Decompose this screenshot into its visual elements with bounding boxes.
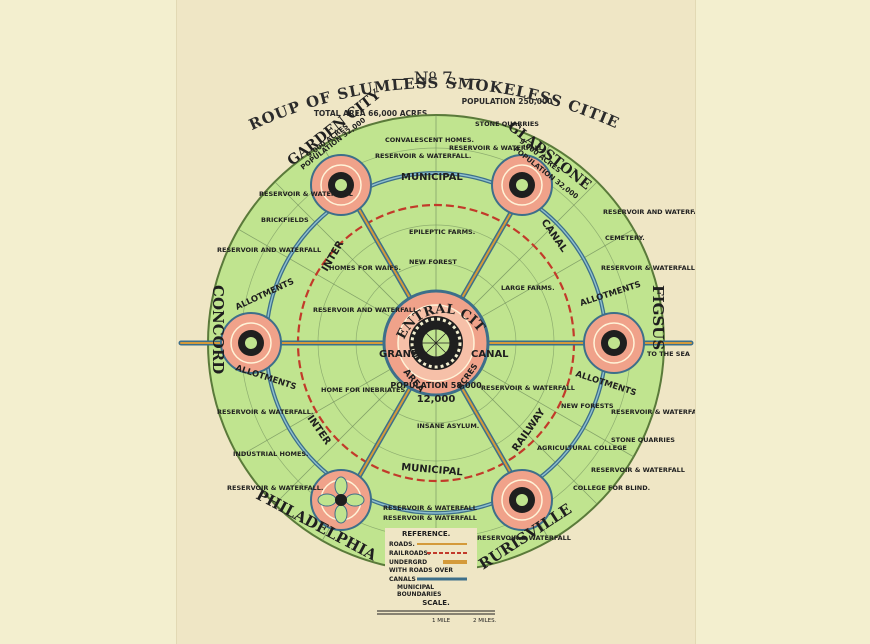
label-new-forest: NEW FOREST xyxy=(409,258,457,266)
label-reservoir-12: RESERVOIR & WATERFALL xyxy=(383,504,477,512)
label-homes-for-waifs: HOMES FOR WAIFS. xyxy=(329,264,401,272)
label-reservoir-13: RESERVOIR & WATERFALL xyxy=(477,534,571,542)
label-reservoir-5: RESERVOIR AND WATERFALL xyxy=(217,246,321,254)
map-annotations: CONVALESCENT HOMES. STONE QUARRIES RESER… xyxy=(217,120,695,542)
city-garden-city[interactable] xyxy=(310,154,372,216)
label-stone-quarries-north: STONE QUARRIES xyxy=(475,120,539,128)
label-reservoir-2: RESERVOIR & WATERFALL. xyxy=(449,144,545,152)
central-city-population: POPULATION 58,000 xyxy=(390,381,482,390)
title-area: TOTAL AREA 66,000 ACRES. xyxy=(314,109,430,118)
canal-label-canal-east: CANAL xyxy=(471,349,509,360)
label-reservoir-14: RESERVOIR & WATERFALL xyxy=(383,514,477,522)
label-industrial-homes: INDUSTRIAL HOMES. xyxy=(233,450,309,458)
legend: REFERENCE. ROADS. RAILROADS. UNDERGRD WI… xyxy=(385,528,477,598)
scale-2-miles: 2 MILES. xyxy=(473,618,497,624)
legend-canals: CANALS xyxy=(389,576,416,583)
legend-railroads: RAILROADS. xyxy=(389,550,430,557)
map-sheet: — Nº 7. — GROUP OF SLUMLESS SMOKELESS CI… xyxy=(177,0,695,644)
label-new-forests: NEW FORESTS xyxy=(561,402,614,410)
central-city[interactable] xyxy=(382,289,490,397)
label-cemetery: CEMETERY. xyxy=(605,234,645,242)
city-name-figsus: FIGSUS xyxy=(649,285,667,350)
city-concord[interactable] xyxy=(220,312,282,374)
label-reservoir-7: RESERVOIR & WATERFALL xyxy=(481,384,575,392)
legend-underground-1: UNDERGRD xyxy=(389,559,427,566)
label-college-for-blind: COLLEGE FOR BLIND. xyxy=(573,484,650,492)
label-epileptic-farms: EPILEPTIC FARMS. xyxy=(409,228,475,236)
label-stone-quarries-east: STONE QUARRIES xyxy=(611,436,675,444)
label-reservoir-11: RESERVOIR & WATERFALL. xyxy=(227,484,323,492)
label-reservoir-4: RESERVOIR AND WATERFALL xyxy=(603,208,695,216)
city-name-concord: CONCORD xyxy=(209,285,227,374)
label-reservoir-8: RESERVOIR & WATERFALL. xyxy=(217,408,313,416)
central-area-value: 12,000 xyxy=(417,394,456,405)
city-figsus[interactable] xyxy=(583,312,645,374)
label-reservoir-10: RESERVOIR & WATERFALL xyxy=(591,466,685,474)
scale-1-mile: 1 MILE xyxy=(432,618,451,624)
label-reservoir-6: RESERVOIR & WATERFALL xyxy=(601,264,695,272)
scale-title: SCALE. xyxy=(422,599,450,607)
legend-municipal-1: MUNICIPAL xyxy=(397,584,434,591)
legend-municipal-2: BOUNDARIES xyxy=(397,591,441,598)
label-reservoir-1: RESERVOIR & WATERFALL. xyxy=(375,152,471,160)
label-home-for-inebriates: HOME FOR INEBRIATES xyxy=(321,386,405,394)
map-drawing: — Nº 7. — GROUP OF SLUMLESS SMOKELESS CI… xyxy=(177,0,695,624)
scale-bar: SCALE. 1 MILE 2 MILES. xyxy=(377,599,497,624)
legend-title: REFERENCE. xyxy=(402,530,450,538)
label-reservoir-9: RESERVOIR & WATERFALL xyxy=(611,408,695,416)
label-reservoir-central: RESERVOIR AND WATERFALL xyxy=(313,306,417,314)
city-rurisville[interactable] xyxy=(491,469,553,531)
city-philadelphia[interactable] xyxy=(310,469,372,531)
plate-number: — Nº 7. — xyxy=(391,69,480,89)
title-population: POPULATION 250,000 xyxy=(462,97,553,106)
city-gladstone[interactable] xyxy=(491,154,553,216)
label-reservoir-3: RESERVOIR & WATERFALL xyxy=(259,190,353,198)
label-large-farms: LARGE FARMS. xyxy=(501,284,555,292)
legend-roads: ROADS. xyxy=(389,541,415,548)
label-convalescent-homes: CONVALESCENT HOMES. xyxy=(385,136,474,144)
label-insane-asylum: INSANE ASYLUM. xyxy=(417,422,479,430)
railway-label-municipal: MUNICIPAL xyxy=(401,462,464,478)
label-brickfields: BRICKFIELDS xyxy=(261,216,309,224)
label-agricultural-college: AGRICULTURAL COLLEGE xyxy=(537,444,627,452)
canal-label-grand: GRAND xyxy=(379,349,419,360)
label-to-the-sea: TO THE SEA xyxy=(647,350,690,358)
canal-label-municipal: MUNICIPAL xyxy=(401,172,463,183)
legend-underground-2: WITH ROADS OVER xyxy=(389,567,453,574)
